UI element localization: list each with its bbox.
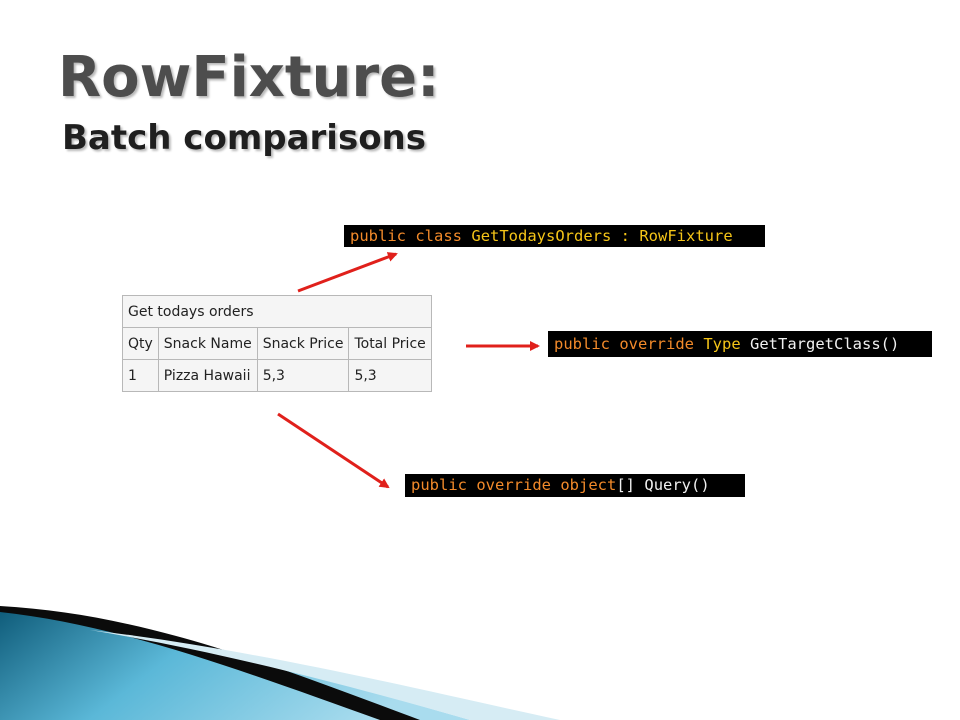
code-separator: : [611, 227, 640, 245]
code-keyword: override [476, 476, 551, 494]
table-cell: 1 [122, 359, 159, 392]
query-method-code: public override object[] Query() [405, 474, 745, 497]
code-keyword: public [350, 227, 406, 245]
code-type: Type [703, 335, 741, 353]
table-cell: Pizza Hawaii [157, 359, 258, 392]
arrow-to-class-declaration [297, 252, 398, 293]
column-header: Snack Name [157, 327, 258, 360]
code-keyword: public [554, 335, 610, 353]
code-keyword: override [619, 335, 694, 353]
code-type: RowFixture [639, 227, 733, 245]
table-cell: 5,3 [256, 359, 350, 392]
get-target-class-code: public override Type GetTargetClass() [548, 331, 932, 357]
code-type: object [560, 476, 617, 494]
slide-subtitle: Batch comparisons [62, 118, 426, 158]
code-type: GetTodaysOrders [471, 227, 612, 245]
code-method: Query() [644, 476, 710, 494]
code-brackets: [] [616, 476, 636, 494]
table-row: 1 Pizza Hawaii 5,3 5,3 [122, 359, 432, 392]
class-declaration-code: public class GetTodaysOrders : RowFixtur… [344, 225, 765, 247]
code-keyword: public [411, 476, 467, 494]
code-keyword: class [415, 227, 463, 245]
arrow-to-query [277, 412, 390, 489]
column-header: Snack Price [256, 327, 350, 360]
slide-title: RowFixture: [58, 45, 440, 110]
table-cell: 5,3 [348, 359, 432, 392]
code-method: GetTargetClass() [750, 335, 900, 353]
fit-table: Get todays orders Qty Snack Name Snack P… [122, 295, 432, 392]
